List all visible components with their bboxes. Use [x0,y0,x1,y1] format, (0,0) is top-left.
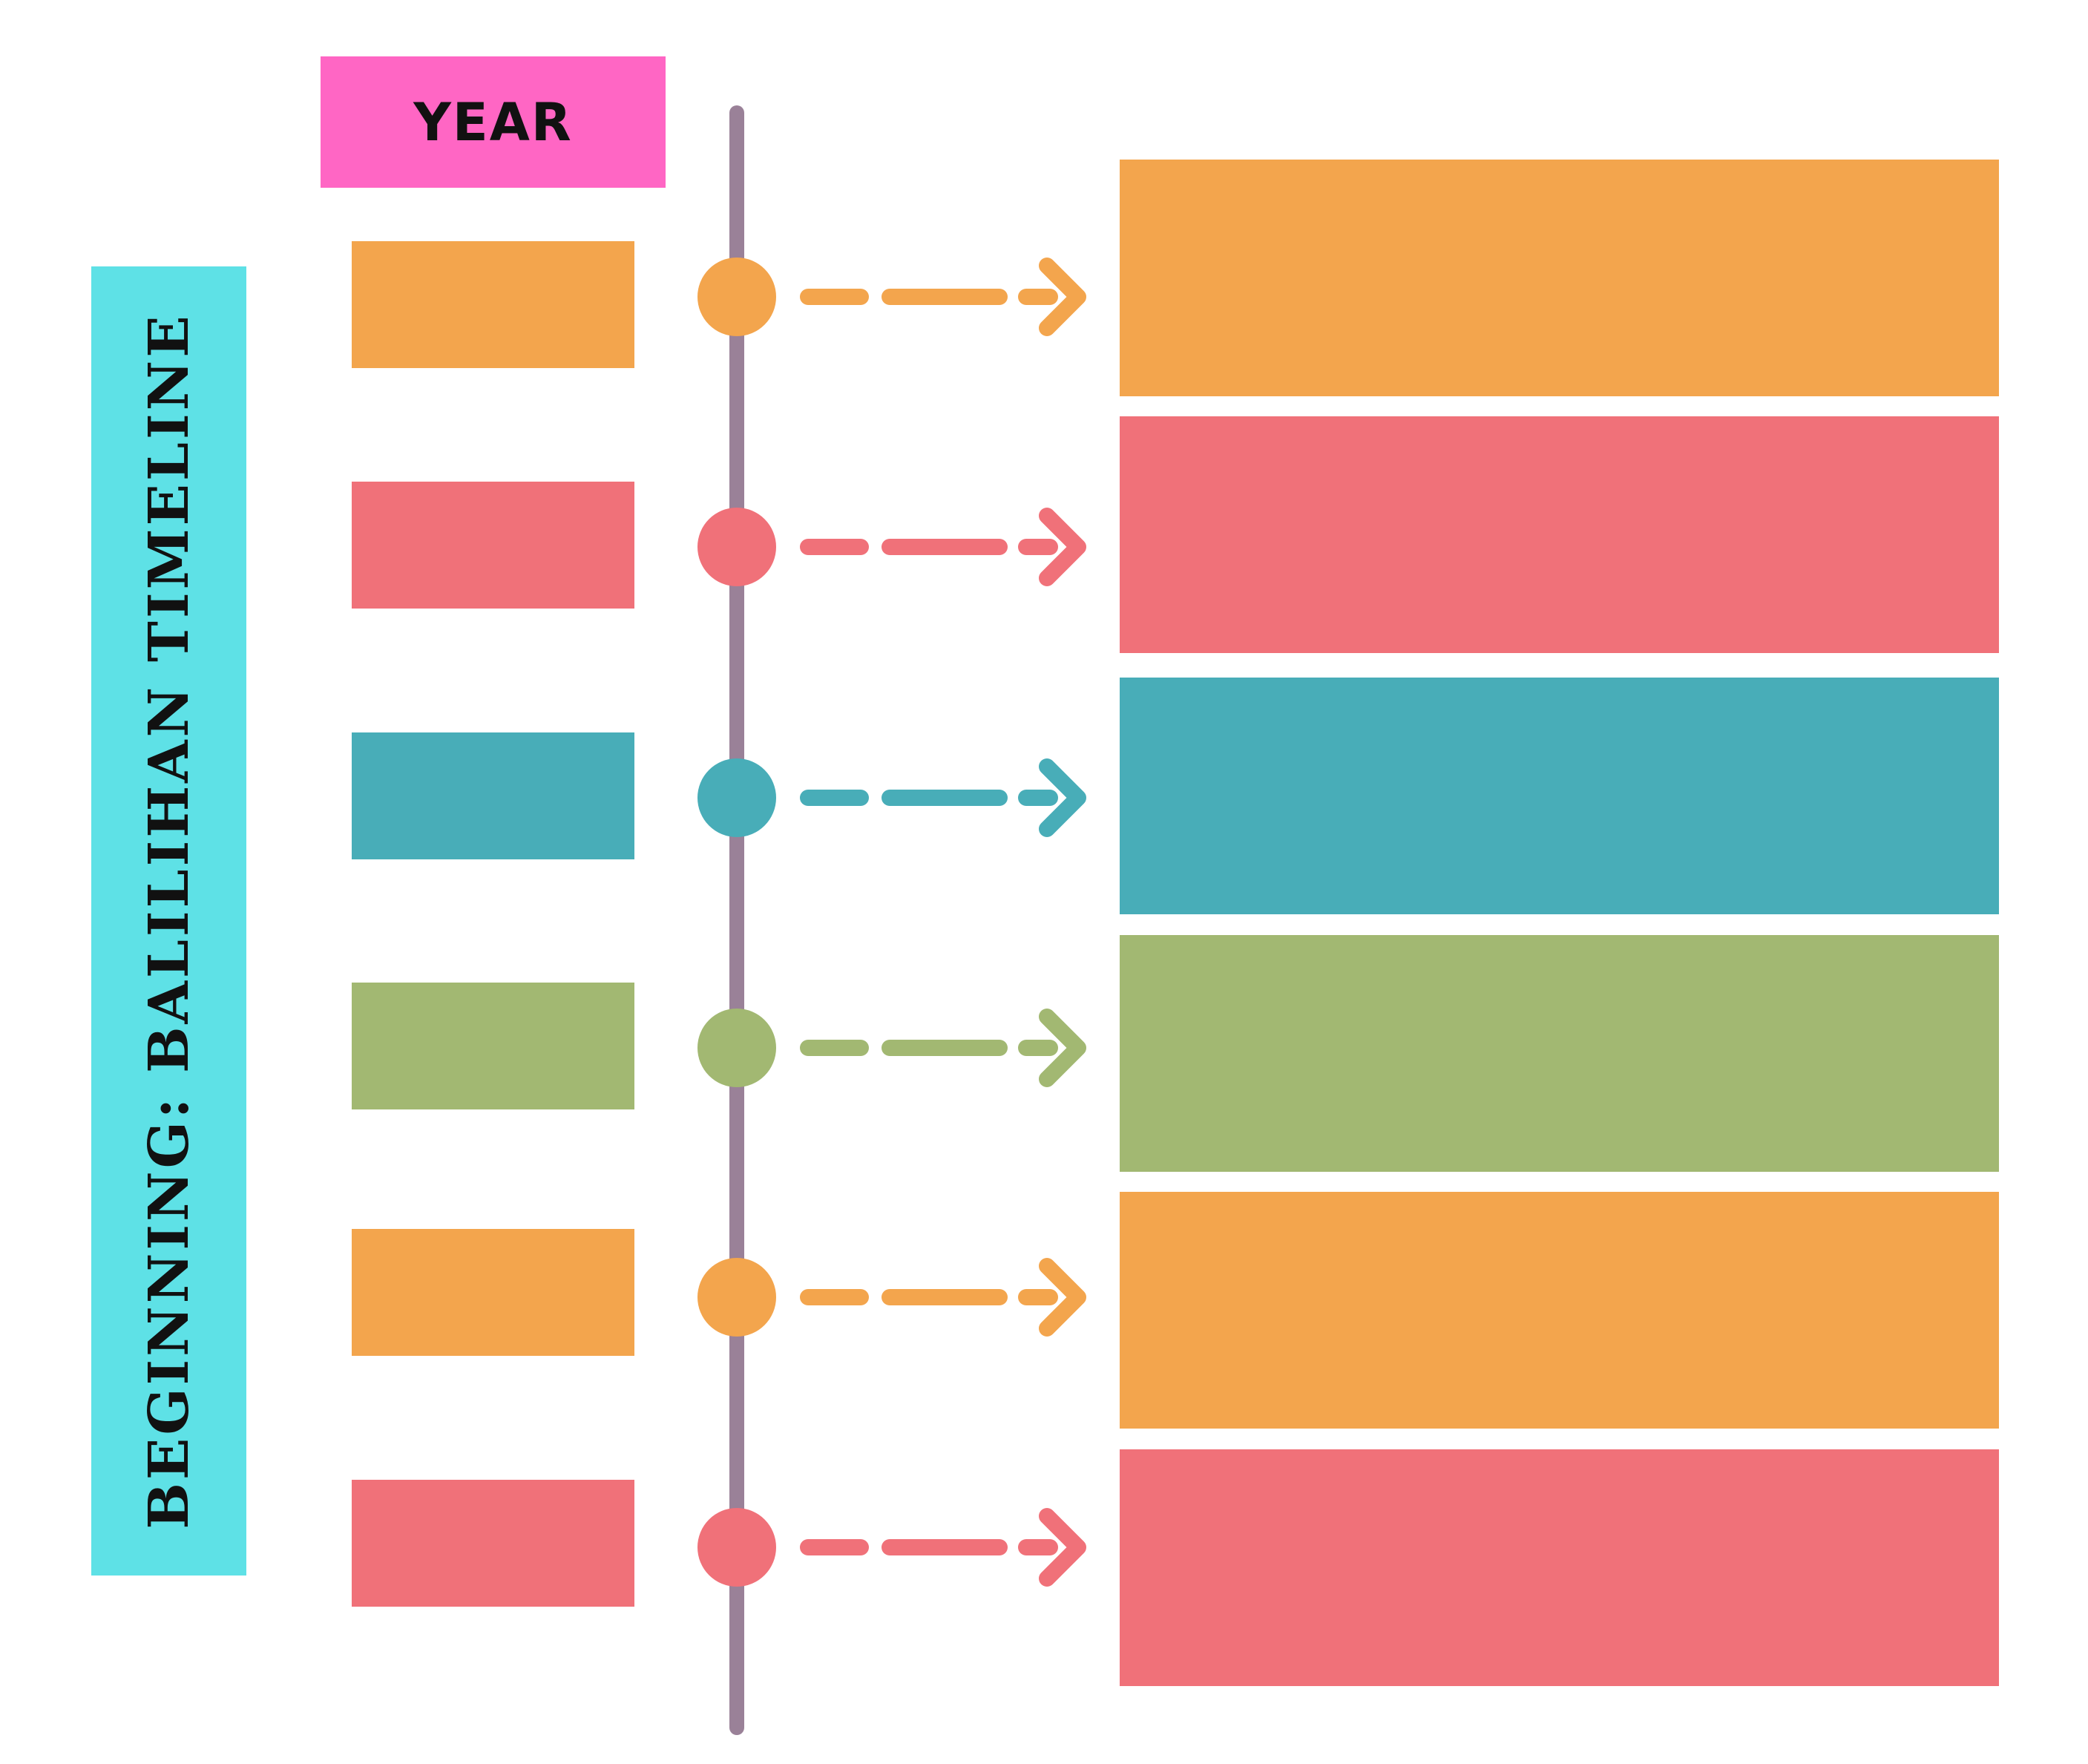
timeline-node [697,258,776,336]
year-box [352,1229,634,1356]
title-banner: BEGINNING: BALILIHAN TIMELINE [91,266,246,1576]
timeline-node [697,758,776,837]
timeline-title: BEGINNING: BALILIHAN TIMELINE [137,312,201,1529]
timeline-node [697,1258,776,1337]
arrow-connector [800,1258,1086,1337]
year-box [352,983,634,1109]
event-box [1120,1192,1999,1429]
arrow-head-icon [1039,508,1086,586]
year-box [352,1480,634,1607]
event-box [1120,678,1999,914]
arrow-head-icon [1039,758,1086,837]
arrow-head-icon [1039,1508,1086,1587]
arrow-connector [800,758,1086,837]
event-box [1120,160,1999,396]
arrow-connector [800,1009,1086,1087]
arrow-connector [800,508,1086,586]
year-box [352,241,634,368]
timeline-node [697,1009,776,1087]
event-box [1120,416,1999,653]
year-header-label: YEAR [413,91,573,153]
arrow-head-icon [1039,1009,1086,1087]
arrow-connector [800,258,1086,336]
event-box [1120,1449,1999,1686]
timeline-spine [729,105,744,1735]
timeline-node [697,1508,776,1587]
event-box [1120,935,1999,1172]
year-box [352,732,634,859]
arrow-head-icon [1039,1258,1086,1337]
timeline-node [697,508,776,586]
year-box [352,482,634,609]
arrow-connector [800,1508,1086,1587]
year-header: YEAR [321,56,666,188]
arrow-head-icon [1039,258,1086,336]
